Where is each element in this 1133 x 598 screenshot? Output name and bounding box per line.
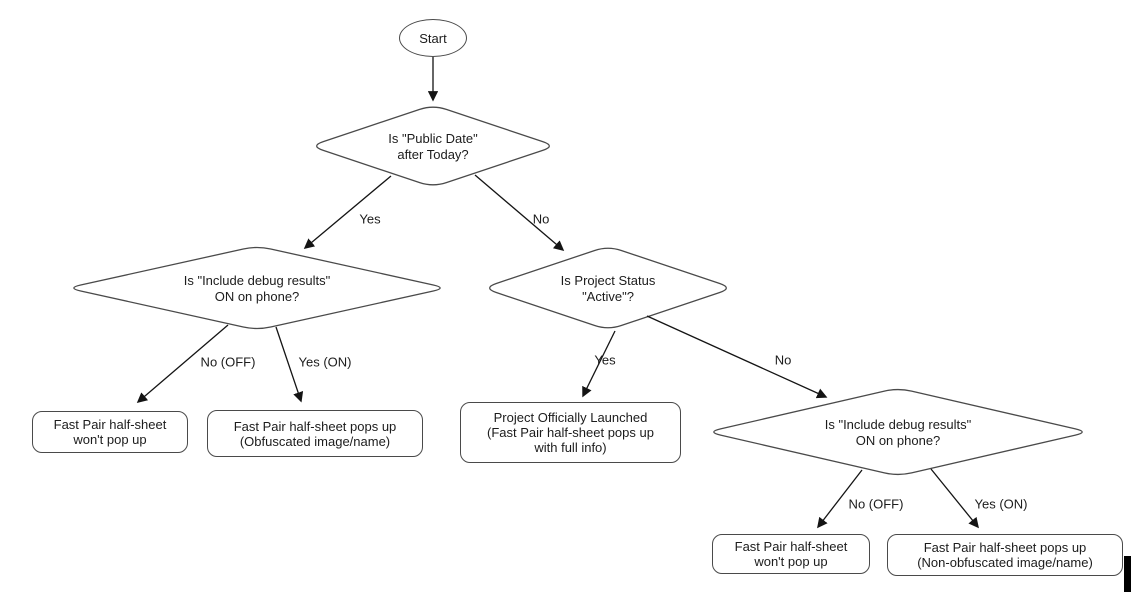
edge-label-yes-on-right: Yes (ON)	[974, 496, 1028, 512]
start-label: Start	[419, 30, 447, 46]
edge-label-no-mid: No	[774, 352, 792, 368]
edge-label-yes-on-left: Yes (ON)	[298, 354, 352, 370]
outcome-launched: Project Officially Launched (Fast Pair h…	[460, 402, 681, 463]
arrow-nooff-to-wontpop-left	[136, 324, 229, 404]
edge-label-no-off-right: No (OFF)	[848, 496, 904, 512]
edge-label-no-off-left: No (OFF)	[200, 354, 256, 370]
edge-label-yes-mid: Yes	[594, 352, 616, 368]
outcome-wont-pop-up-left: Fast Pair half-sheet won't pop up	[32, 411, 188, 453]
arrow-no-to-project-status	[474, 174, 565, 252]
arrow-yeson-to-obfuscated	[275, 326, 304, 403]
outcome-non-obfuscated: Fast Pair half-sheet pops up (Non-obfusc…	[887, 534, 1123, 576]
edge-label-yes-top: Yes	[359, 211, 381, 227]
arrow-yes-to-debug-left	[303, 175, 392, 250]
start-node: Start	[399, 19, 467, 57]
text-cursor-bar	[1124, 556, 1131, 592]
arrow-nooff-to-wontpop-right	[817, 469, 863, 529]
decision-diamond-public-date	[316, 106, 551, 186]
arrow-yeson-to-nonobfuscated	[930, 468, 979, 529]
decision-diamond-project-status	[489, 247, 727, 329]
decision-debug-left-label: Is "Include debug results" ON on phone?	[183, 273, 331, 304]
arrow-yes-to-launched	[582, 330, 616, 398]
decision-public-date-label: Is "Public Date" after Today?	[388, 131, 478, 162]
decision-diamond-debug-left	[73, 246, 441, 330]
arrow-no-to-debug-right	[646, 315, 828, 399]
decision-debug-right-label: Is "Include debug results" ON on phone?	[824, 417, 972, 448]
decision-diamond-debug-right	[713, 388, 1083, 476]
decision-project-status-label: Is Project Status "Active"?	[560, 273, 656, 304]
outcome-wont-pop-up-right: Fast Pair half-sheet won't pop up	[712, 534, 870, 574]
edge-label-no-top: No	[532, 211, 550, 227]
outcome-obfuscated: Fast Pair half-sheet pops up (Obfuscated…	[207, 410, 423, 457]
